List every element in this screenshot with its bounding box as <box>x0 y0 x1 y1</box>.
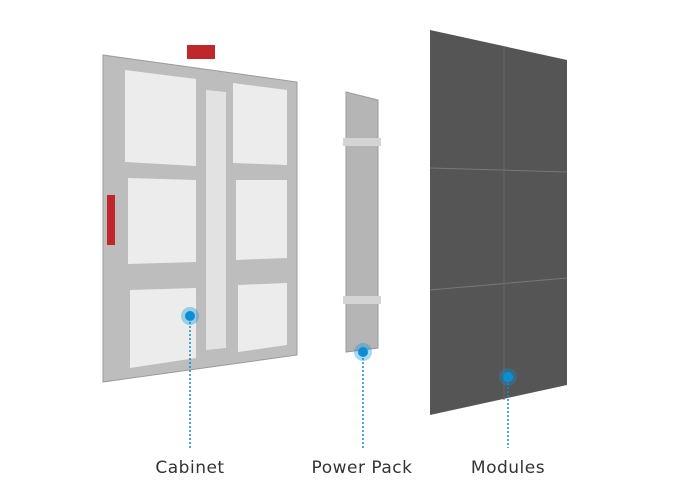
power-pack-callout <box>354 343 372 448</box>
cabinet-label: Cabinet <box>155 458 225 478</box>
modules-callout <box>499 368 517 448</box>
cabinet-illustration <box>102 45 298 383</box>
modules-illustration <box>429 30 568 415</box>
cabinet-callout <box>181 307 199 448</box>
cabinet-handle <box>187 45 215 59</box>
modules-label: Modules <box>470 458 546 478</box>
power-pack-label: Power Pack <box>311 458 413 478</box>
power-pack-illustration <box>343 91 381 353</box>
